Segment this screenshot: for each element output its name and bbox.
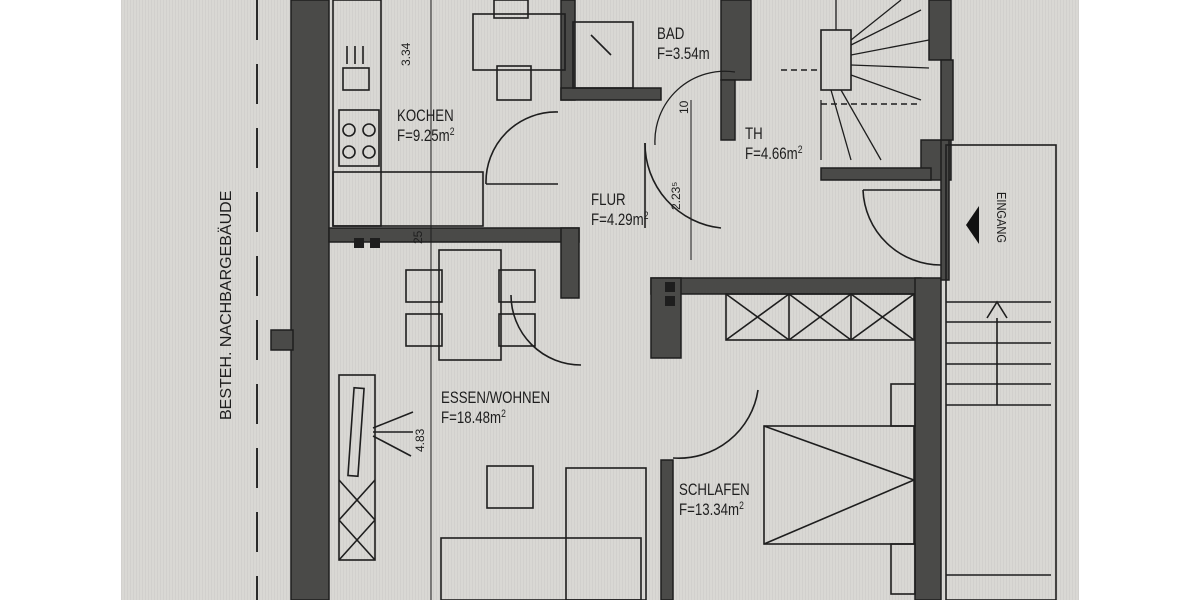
dimension-flur: 2.23⁵ bbox=[669, 181, 683, 210]
socket-icons bbox=[354, 238, 675, 306]
entrance-arrow-icon bbox=[966, 206, 979, 244]
dimension-kitchen: 3.34 bbox=[399, 42, 413, 66]
entrance-label: EINGANG bbox=[994, 192, 1009, 243]
fixtures bbox=[256, 0, 1057, 600]
room-label-bedroom: SCHLAFEN F=13.34m2 bbox=[679, 480, 750, 519]
dimension-wall: 25 bbox=[411, 230, 425, 244]
neighbor-building-label: BESTEH. NACHBARGEBÄUDE bbox=[218, 190, 235, 420]
dimension-bath-door: 10 bbox=[677, 100, 691, 114]
floor-plan-sheet: KOCHEN F=9.25m2 BAD F=3.54m TH F=4.66m2 … bbox=[121, 0, 1079, 600]
walls bbox=[270, 0, 954, 600]
room-label-bath: BAD F=3.54m bbox=[657, 24, 710, 63]
floor-plan-drawing bbox=[256, 0, 1057, 600]
room-label-kitchen: KOCHEN F=9.25m2 bbox=[397, 106, 455, 145]
room-label-th: TH F=4.66m2 bbox=[745, 124, 803, 163]
room-label-flur: FLUR F=4.29m2 bbox=[591, 190, 649, 229]
dimension-living: 4.83 bbox=[413, 428, 427, 452]
room-label-living: ESSEN/WOHNEN F=18.48m2 bbox=[441, 388, 551, 427]
